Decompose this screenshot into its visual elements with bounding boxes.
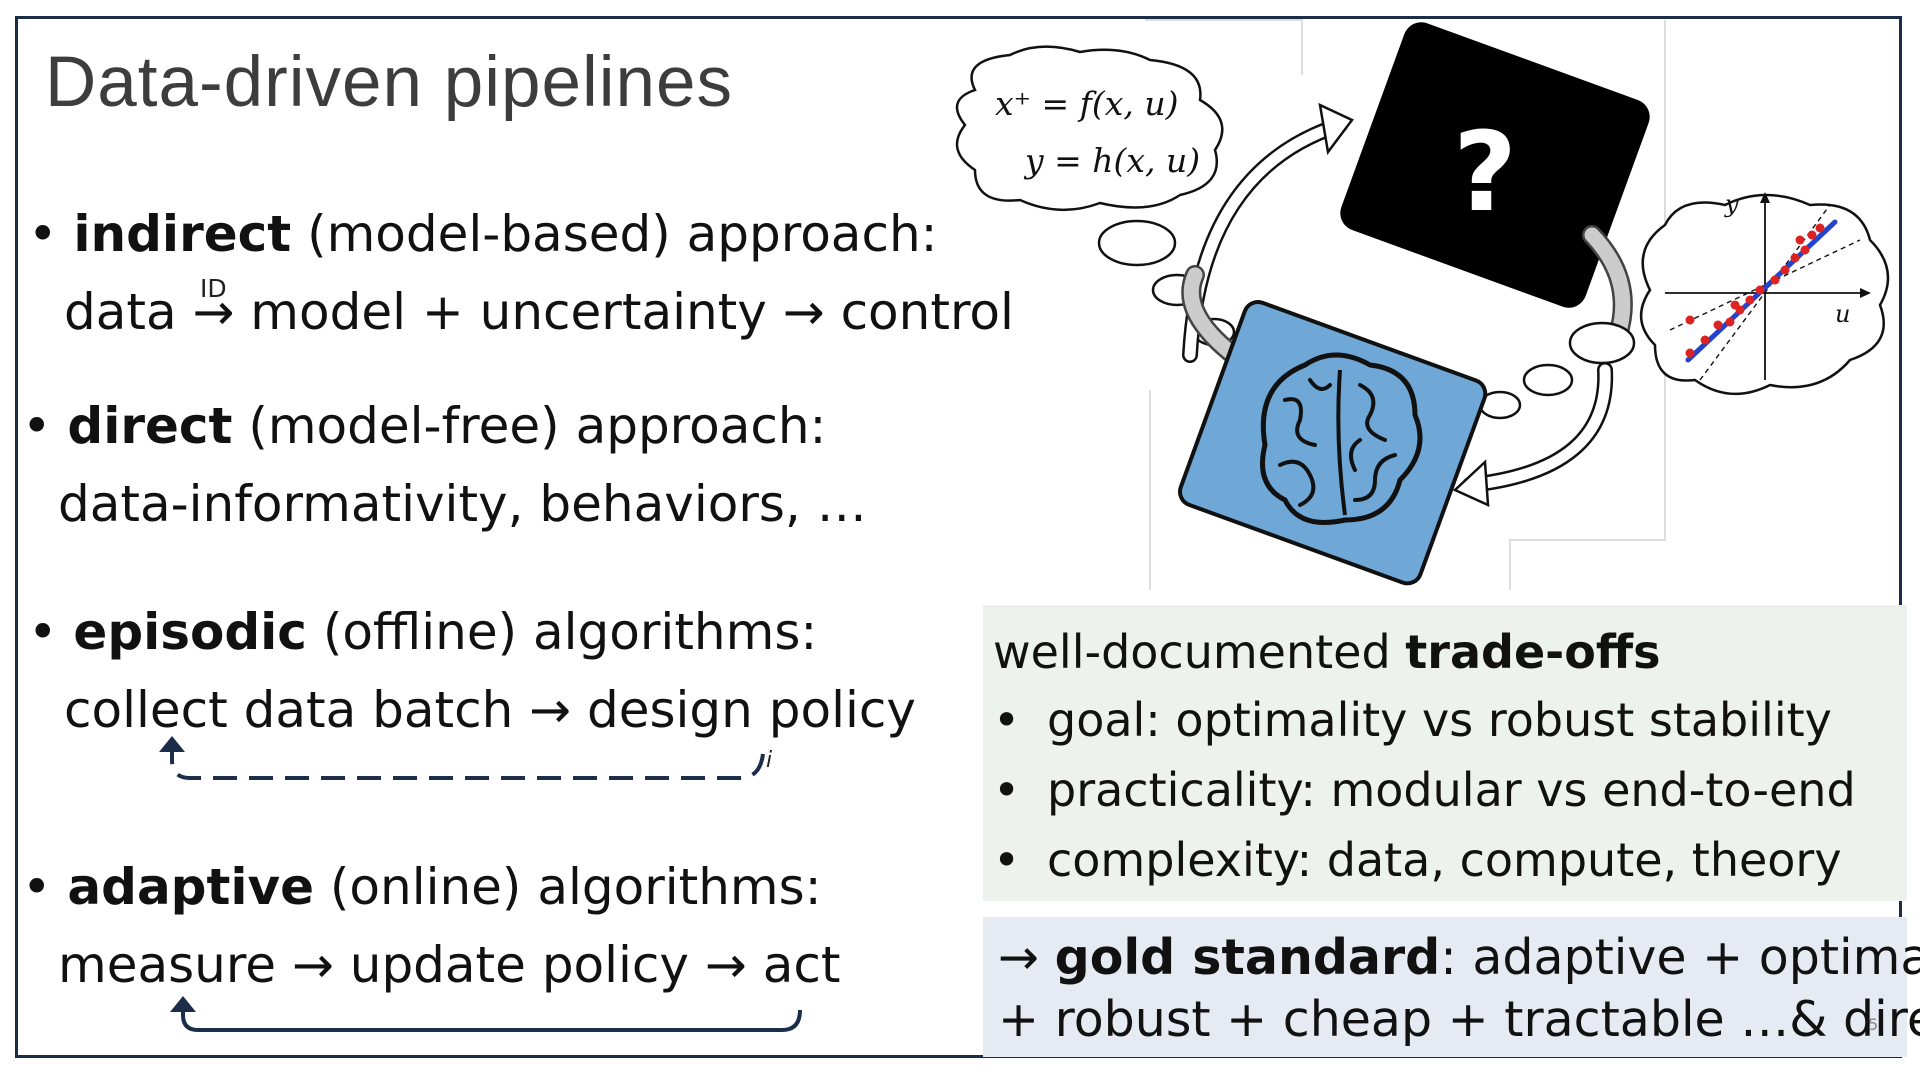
tradeoff-item-goal: goal: optimality vs robust stability (1047, 693, 1832, 747)
indirect-keyword: indirect (73, 205, 292, 263)
slide-title: Data-driven pipelines (45, 43, 733, 122)
bullet-dot: • (22, 397, 52, 455)
bullet-dot: • (22, 858, 52, 916)
tradeoff-item-practicality: practicality: modular vs end-to-end (1047, 763, 1856, 817)
curved-arrow-bottom (1452, 362, 1614, 508)
id-arrow-label: ID (200, 274, 227, 303)
adaptive-keyword: adaptive (67, 858, 315, 916)
indirect-pipeline: data → model + uncertainty → control (64, 283, 1014, 341)
brain-icon (1260, 352, 1423, 525)
axis-label-y: y (1724, 190, 1739, 218)
direct-keyword: direct (67, 397, 233, 455)
adaptive-pipeline: measure → update policy → act (58, 936, 841, 994)
episodic-loop-arrow (159, 736, 765, 780)
gold-keyword: gold standard (1054, 929, 1441, 986)
regression-thought-cloud: y u (1420, 190, 1890, 450)
gray-arrow-right (1582, 225, 1633, 345)
episodic-loop-mark: i (766, 748, 773, 773)
bullet-dot: • (28, 205, 58, 263)
tradeoffs-heading-text: well-documented (993, 625, 1406, 679)
bullet-adaptive: • adaptive (online) algorithms: (22, 858, 822, 916)
tradeoff-item-complexity: complexity: data, compute, theory (1047, 833, 1842, 887)
axis-label-u: u (1835, 300, 1850, 328)
gold-standard-box: → gold standard: adaptive + optimal + ro… (983, 917, 1920, 1057)
tradeoff-bullet-dot: • (993, 833, 1021, 887)
brain-tile (1178, 300, 1488, 586)
bullet-dot: • (28, 603, 58, 661)
direct-description: data-informativity, behaviors, … (58, 475, 867, 533)
bullet-direct: • direct (model-free) approach: (22, 397, 826, 455)
episodic-keyword: episodic (73, 603, 307, 661)
page-number: 5 (1868, 1015, 1879, 1034)
tradeoffs-keyword: trade-offs (1405, 625, 1661, 679)
black-box: ? (1340, 22, 1650, 308)
indirect-qualifier: (model-based) approach: (291, 205, 938, 263)
episodic-pipeline: collect data batch → design policy (64, 681, 916, 739)
tradeoff-bullet-dot: • (993, 763, 1021, 817)
adaptive-loop-arrow (170, 996, 802, 1032)
tradeoff-bullet-dot: • (993, 693, 1021, 747)
tradeoffs-heading: well-documented trade-offs (993, 625, 1660, 679)
indirect-pipeline-start: data (64, 283, 193, 341)
adaptive-qualifier: (online) algorithms: (314, 858, 822, 916)
bullet-indirect: • indirect (model-based) approach: (28, 205, 937, 263)
regression-data-points (1685, 223, 1825, 358)
equation-output: y = h(x, u) (1023, 141, 1200, 180)
question-mark: ? (1453, 108, 1517, 236)
indirect-pipeline-rest: → model + uncertainty → control (192, 283, 1014, 341)
gold-line-1-rest: : adaptive + optimal (1440, 929, 1920, 986)
equation-state: x⁺ = f(x, u) (995, 84, 1178, 123)
bullet-episodic: • episodic (offline) algorithms: (28, 603, 817, 661)
gold-standard-line-2: + robust + cheap + tractable …& direct (998, 991, 1920, 1048)
direct-qualifier: (model-free) approach: (232, 397, 827, 455)
gold-standard-line-1: → gold standard: adaptive + optimal (998, 929, 1920, 986)
episodic-qualifier: (offline) algorithms: (306, 603, 818, 661)
tradeoffs-box: well-documented trade-offs • goal: optim… (983, 605, 1907, 901)
gold-arrow: → (998, 929, 1055, 986)
